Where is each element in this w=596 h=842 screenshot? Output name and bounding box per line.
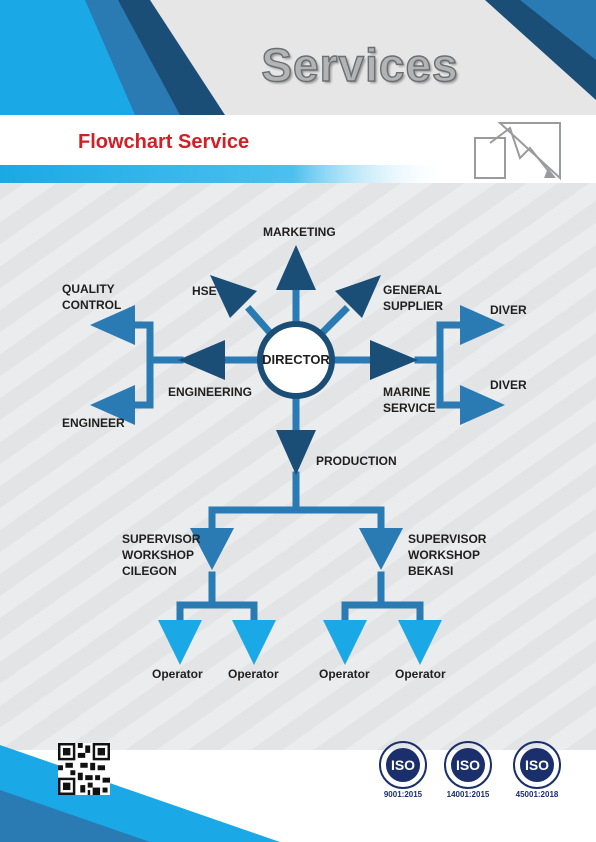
operator-2-label: Operator	[228, 667, 279, 681]
arrow-engineer-icon	[90, 385, 135, 425]
iso-logo-text: ISO	[391, 757, 415, 773]
arrow-engineering-icon	[178, 340, 225, 380]
dark-arrows	[178, 245, 418, 475]
arrow-diver-1-icon	[460, 305, 505, 345]
iso-certification-icon: ISO	[379, 741, 427, 789]
engineering-label: ENGINEERING	[168, 385, 253, 399]
marketing-label: MARKETING	[263, 225, 336, 239]
arrow-supervisor-bekasi-icon	[359, 528, 403, 570]
iso-certification-icon: ISO	[444, 741, 492, 789]
light-arrows	[158, 620, 442, 665]
supervisor-cilegon-label: SUPERVISOR WORKSHOP CILEGON	[122, 532, 201, 578]
iso-code: 14001:2015	[446, 790, 490, 799]
arrow-production-icon	[276, 430, 316, 475]
operator-4-label: Operator	[395, 667, 446, 681]
production-label: PRODUCTION	[316, 454, 397, 468]
medium-arrows	[90, 305, 505, 570]
arrow-supervisor-cilegon-icon	[190, 528, 234, 570]
arrow-general-supplier-icon	[335, 275, 381, 318]
arrow-hse-icon	[210, 275, 257, 318]
iso-certification-icon: ISO	[513, 741, 561, 789]
qr-code-icon	[58, 743, 110, 795]
marine-service-label: MARINE SERVICE	[383, 385, 436, 415]
arrow-diver-2-icon	[460, 385, 505, 425]
iso-logo-text: ISO	[456, 757, 480, 773]
arrow-operator-3-icon	[323, 620, 367, 665]
quality-control-label: QUALITY CONTROL	[62, 282, 122, 312]
arrow-quality-control-icon	[90, 305, 135, 345]
iso-logo-text: ISO	[525, 757, 549, 773]
arrow-operator-2-icon	[232, 620, 276, 665]
iso-badge: ISO 14001:2015	[437, 740, 499, 800]
diver-1-label: DIVER	[490, 303, 527, 317]
director-node	[257, 321, 335, 399]
iso-code: 45001:2018	[515, 790, 559, 799]
general-supplier-label: GENERAL SUPPLIER	[383, 283, 444, 313]
supervisor-bekasi-label: SUPERVISOR WORKSHOP BEKASI	[408, 532, 487, 578]
diver-2-label: DIVER	[490, 378, 527, 392]
iso-badge: ISO 9001:2015	[372, 740, 434, 800]
arrow-operator-4-icon	[398, 620, 442, 665]
zigzag-arrow-logo-icon	[474, 122, 561, 181]
operator-1-label: Operator	[152, 667, 203, 681]
arrow-operator-1-icon	[158, 620, 202, 665]
page-title: Services	[261, 38, 459, 91]
engineer-label: ENGINEER	[62, 416, 125, 430]
hse-label: HSE	[192, 284, 217, 298]
arrow-marine-service-icon	[370, 340, 418, 380]
iso-badge: ISO 45001:2018	[506, 740, 568, 800]
iso-code: 9001:2015	[383, 790, 423, 799]
arrow-marketing-icon	[276, 245, 316, 290]
page-subtitle: Flowchart Service	[78, 131, 250, 153]
director-label: DIRECTOR	[262, 352, 330, 367]
connector-lines	[131, 286, 464, 624]
operator-3-label: Operator	[319, 667, 370, 681]
